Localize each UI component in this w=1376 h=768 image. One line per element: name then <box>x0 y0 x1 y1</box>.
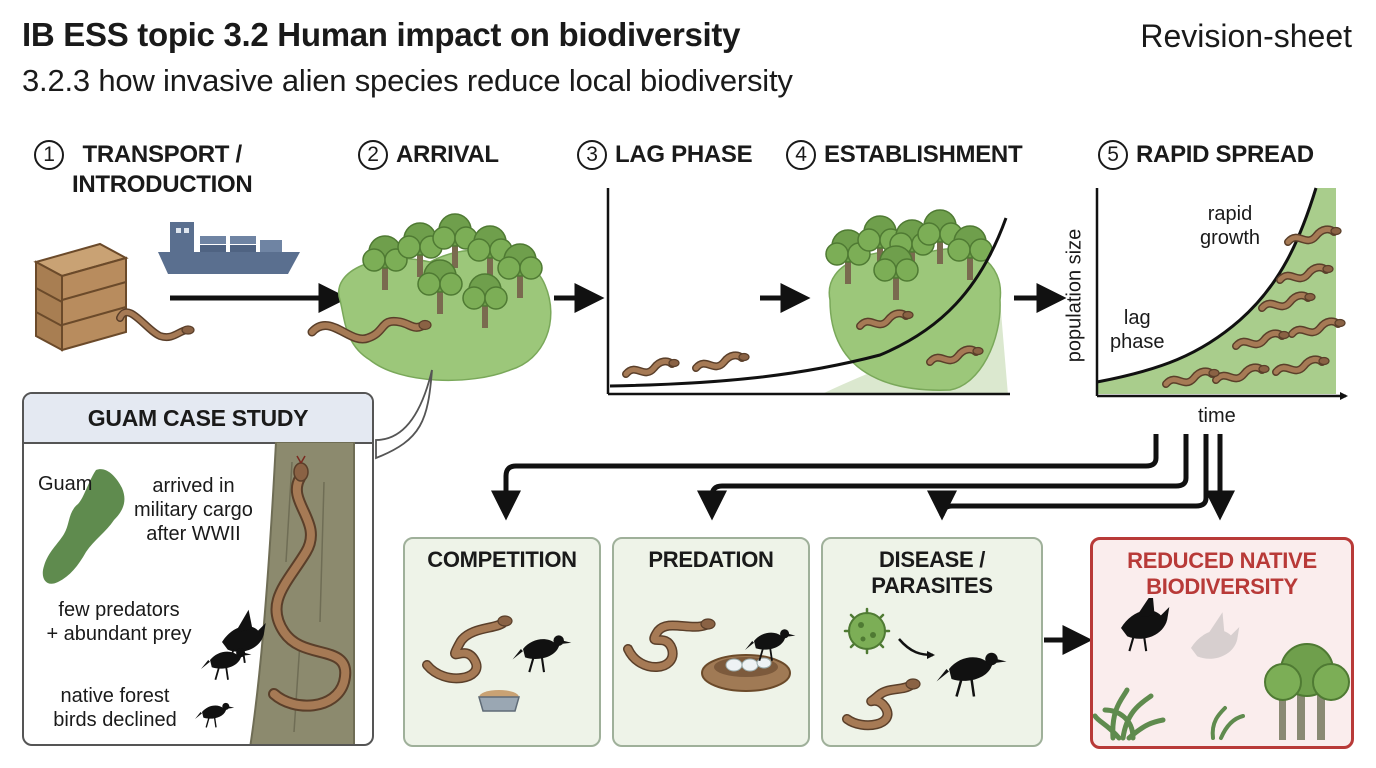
step-lag-phase: 3 LAG PHASE <box>577 140 753 170</box>
effect-title: COMPETITION <box>427 547 577 572</box>
bird-icon <box>511 634 573 674</box>
revision-sheet-label: Revision-sheet <box>1140 18 1352 54</box>
step-establishment: 4 ESTABLISHMENT <box>786 140 1023 170</box>
step-label: RAPID SPREAD <box>1136 141 1314 168</box>
effect-competition-box: COMPETITION <box>403 537 601 747</box>
brown-tree-snake-icon <box>268 455 352 712</box>
plant-icon <box>1093 687 1166 741</box>
virus-icon <box>843 607 891 655</box>
flow-arrow <box>1044 625 1093 655</box>
brown-tree-snake-icon <box>422 615 513 684</box>
tree-trunk-icon <box>249 442 355 744</box>
step-label: ARRIVAL <box>396 141 499 168</box>
guam-map-icon <box>42 469 125 584</box>
effect-title: DISEASE /PARASITES <box>871 547 993 598</box>
y-axis-label-wrap: population size <box>1060 218 1090 376</box>
cargo-ship-icon <box>158 222 300 274</box>
effect-title: PREDATION <box>648 547 774 572</box>
effect-disease-box: DISEASE /PARASITES <box>821 537 1043 747</box>
bird-icon <box>194 702 235 729</box>
step-label: LAG PHASE <box>615 141 753 168</box>
step-number: 4 <box>786 140 816 170</box>
tree-icon <box>1264 643 1350 740</box>
step-arrival: 2 ARRIVAL <box>358 140 499 170</box>
step-number: 3 <box>577 140 607 170</box>
predators-note: few predators+ abundant prey <box>46 599 192 645</box>
case-study-title: GUAM CASE STUDY <box>24 394 372 444</box>
brown-tree-snake-icon <box>623 618 716 672</box>
step-transport: 1 TRANSPORT /INTRODUCTION <box>34 140 253 200</box>
page-title: IB ESS topic 3.2 Human impact on biodive… <box>22 16 741 53</box>
plant-icon <box>1210 706 1245 740</box>
effect-predation-box: PREDATION <box>612 537 810 747</box>
brown-tree-snake-icon <box>116 308 195 342</box>
guam-illustration <box>42 442 355 744</box>
fading-bird-icon <box>1191 612 1240 659</box>
page-subtitle: 3.2.3 how invasive alien species reduce … <box>22 63 793 98</box>
population-growth-graph <box>1095 187 1346 400</box>
nest-eggs-icon <box>701 654 791 692</box>
step-number: 5 <box>1098 140 1128 170</box>
step-label: TRANSPORT /INTRODUCTION <box>72 141 253 198</box>
step-rapid-spread: 5 RAPID SPREAD <box>1098 140 1314 170</box>
y-axis-label: population size <box>1063 228 1086 363</box>
step-label: ESTABLISHMENT <box>824 141 1023 168</box>
bird-icon <box>935 651 1008 698</box>
callout-pointer <box>375 369 433 460</box>
effect-arrows <box>491 434 1235 521</box>
bird-icon <box>1121 598 1170 652</box>
bird-icon <box>200 647 253 681</box>
lag-establishment-panel <box>606 188 1010 396</box>
brown-tree-snake-icon <box>307 316 432 344</box>
x-axis-label: time <box>1198 405 1236 427</box>
crate-icon <box>33 242 129 352</box>
brown-tree-snake-icon <box>842 678 921 731</box>
food-bowl-icon <box>478 690 520 712</box>
forest-island-icon <box>337 213 552 382</box>
guam-map-label: Guam <box>38 473 93 495</box>
step-number: 1 <box>34 140 64 170</box>
step-number: 2 <box>358 140 388 170</box>
